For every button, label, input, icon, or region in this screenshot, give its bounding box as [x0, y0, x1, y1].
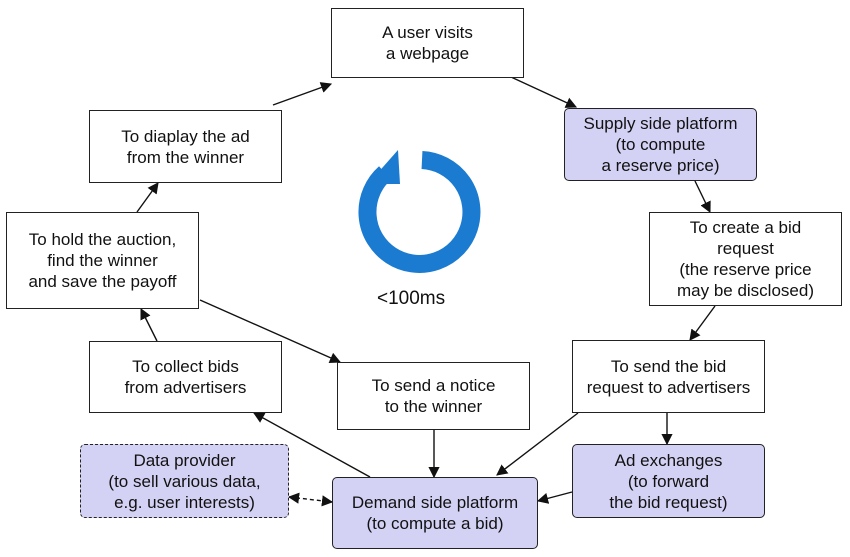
node-create-bid-request: To create a bid request (the reserve pri… — [649, 212, 842, 306]
arrow-collect-to-auction — [140, 307, 158, 342]
node-send-bid-request-label: To send the bid request to advertisers — [586, 356, 751, 397]
arrow-user-to-ssp — [510, 76, 578, 108]
arrow-auction-to-notice — [199, 299, 342, 364]
node-hold-auction-label: To hold the auction, find the winner and… — [28, 230, 177, 291]
arrow-display-to-user — [272, 82, 333, 106]
arrow-data-dsp-bidirectional — [287, 492, 334, 507]
node-send-bid-request: To send the bid request to advertisers — [572, 340, 765, 413]
arrow-ssp-to-create — [694, 180, 711, 214]
node-supply-side-platform: Supply side platform (to compute a reser… — [564, 108, 757, 181]
node-collect-bids: To collect bids from advertisers — [89, 341, 282, 413]
arrow-auction-to-display — [136, 182, 159, 213]
node-collect-bids-label: To collect bids from advertisers — [124, 357, 247, 397]
node-create-bid-request-label: To create a bid request (the reserve pri… — [676, 218, 814, 300]
node-user-visits-label: A user visits a webpage — [382, 23, 473, 63]
node-send-notice: To send a notice to the winner — [337, 362, 530, 430]
arrow-send-to-dsp — [496, 412, 579, 476]
node-data-provider: Data provider (to sell various data, e.g… — [80, 444, 289, 518]
arrow-exchanges-to-dsp — [536, 491, 573, 504]
node-user-visits: A user visits a webpage — [331, 8, 524, 78]
cycle-arrow-icon — [358, 150, 481, 273]
node-supply-side-platform-label: Supply side platform (to compute a reser… — [583, 114, 738, 175]
node-data-provider-label: Data provider (to sell various data, e.g… — [108, 450, 261, 512]
arrow-create-to-send — [689, 305, 716, 341]
timing-label: <100ms — [377, 288, 446, 309]
node-demand-side-platform: Demand side platform (to compute a bid) — [332, 477, 538, 549]
node-hold-auction: To hold the auction, find the winner and… — [6, 212, 199, 309]
node-ad-exchanges: Ad exchanges (to forward the bid request… — [572, 444, 765, 518]
node-display-ad-label: To diaplay the ad from the winner — [121, 126, 250, 167]
node-ad-exchanges-label: Ad exchanges (to forward the bid request… — [609, 450, 728, 512]
arrow-dsp-to-collect — [253, 412, 371, 478]
node-send-notice-label: To send a notice to the winner — [371, 376, 496, 416]
node-display-ad: To diaplay the ad from the winner — [89, 110, 282, 183]
node-demand-side-platform-label: Demand side platform (to compute a bid) — [351, 493, 519, 533]
